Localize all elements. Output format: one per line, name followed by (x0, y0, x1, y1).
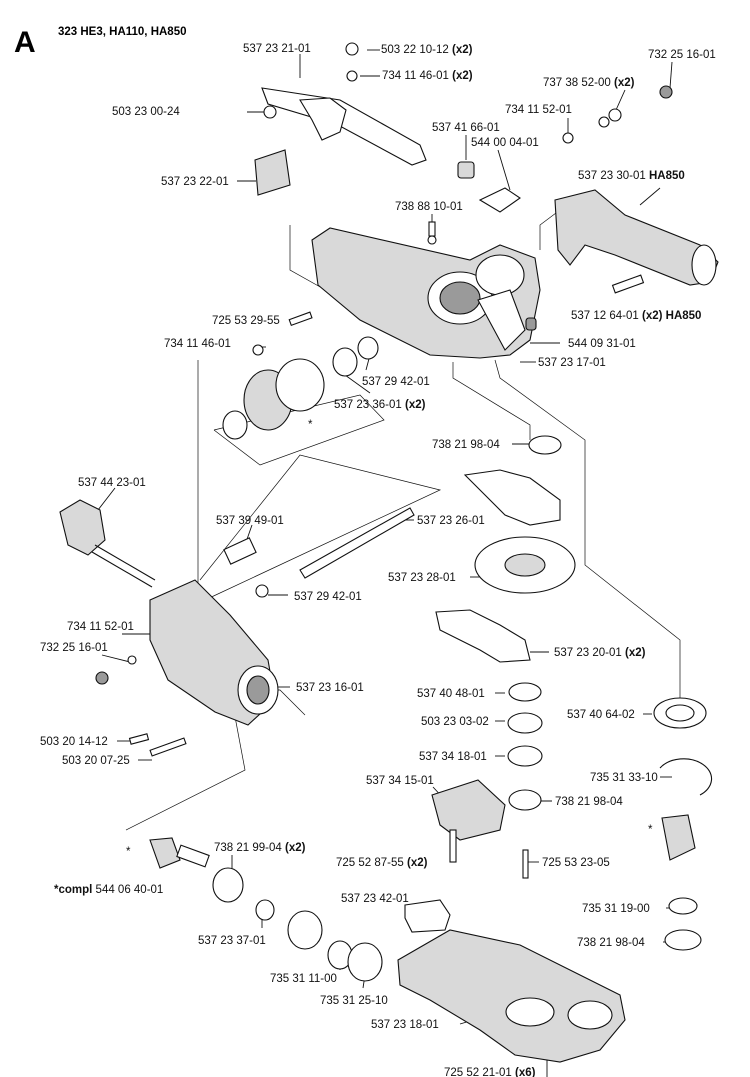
part-label: 725 53 23-05 (542, 857, 610, 869)
part-label: 735 31 19-00 (582, 903, 650, 915)
part-labels: 537 23 21-01 503 22 10-12 (x2) 734 11 46… (40, 43, 716, 1077)
top-right-hardware (457, 85, 673, 331)
part-label: 537 23 30-01 HA850 (578, 170, 685, 182)
part-label: 537 23 36-01 (x2) (334, 399, 426, 411)
adjustment-knob (59, 499, 156, 588)
part-label: 544 09 31-01 (568, 338, 636, 350)
part-label: 738 21 98-04 (577, 937, 645, 949)
part-label: 725 53 29-55 (212, 315, 280, 327)
gear-housing (311, 221, 541, 359)
part-label: 537 39 49-01 (216, 515, 284, 527)
part-label: 544 00 04-01 (471, 137, 539, 149)
part-label: 537 44 23-01 (78, 477, 146, 489)
asterisk-marker: * (648, 824, 653, 836)
pinion-and-bearings (149, 837, 383, 982)
part-label: 537 23 17-01 (538, 357, 606, 369)
part-label: 732 25 16-01 (40, 642, 108, 654)
drive-shaft (223, 507, 415, 598)
part-label: 537 23 28-01 (388, 572, 456, 584)
model-title: 323 HE3, HA110, HA850 (58, 26, 187, 38)
part-label: 735 31 25-10 (320, 995, 388, 1007)
asterisk-marker: * (126, 846, 131, 858)
part-label: 737 38 52-00 (x2) (543, 77, 635, 89)
part-label: 725 52 87-55 (x2) (336, 857, 428, 869)
part-label: 734 11 46-01 (164, 338, 231, 350)
part-label: 738 21 98-04 (432, 439, 500, 451)
bevel-gear-upper (222, 311, 379, 440)
part-label: 503 23 00-24 (112, 106, 180, 118)
gear-stack-center (431, 435, 576, 879)
part-label: 734 11 52-01 (505, 104, 572, 116)
part-label: 537 40 64-02 (567, 709, 635, 721)
part-label: 735 31 33-10 (590, 772, 658, 784)
part-label: *compl 544 06 40-01 (54, 884, 163, 896)
part-label: 503 22 10-12 (x2) (381, 44, 473, 56)
part-label: 738 21 99-04 (x2) (214, 842, 306, 854)
part-label: 537 29 42-01 (294, 591, 362, 603)
part-label: 725 52 21-01 (x6) (444, 1067, 536, 1077)
part-label: 735 31 11-00 (270, 973, 337, 985)
part-label: 537 40 48-01 (417, 688, 485, 700)
part-label: 537 12 64-01 (x2) HA850 (571, 310, 701, 322)
part-label: 537 23 26-01 (417, 515, 485, 527)
part-label: 537 23 16-01 (296, 682, 364, 694)
part-label: 738 21 98-04 (555, 796, 623, 808)
part-label: 734 11 46-01 (x2) (382, 70, 473, 82)
part-label: 503 23 03-02 (421, 716, 489, 728)
part-label: 537 34 18-01 (419, 751, 487, 763)
part-label: 734 11 52-01 (67, 621, 134, 633)
complete-assembly-markers: * * * (126, 419, 653, 858)
lower-housing (95, 579, 279, 757)
part-label: 537 41 66-01 (432, 122, 500, 134)
part-label: 537 34 15-01 (366, 775, 434, 787)
part-label: 732 25 16-01 (648, 49, 716, 61)
part-label: 537 23 37-01 (198, 935, 266, 947)
part-label: 537 23 42-01 (341, 893, 409, 905)
part-label: 537 23 21-01 (243, 43, 311, 55)
part-label: 537 29 42-01 (362, 376, 430, 388)
gear-stack-right (653, 697, 713, 951)
bottom-cover (397, 899, 626, 1063)
asterisk-marker: * (308, 419, 313, 431)
section-letter: A (14, 26, 36, 59)
upper-bracket (254, 42, 427, 196)
part-label: 537 23 20-01 (x2) (554, 647, 646, 659)
handle-ha850 (554, 189, 719, 294)
part-label: 537 23 22-01 (161, 176, 229, 188)
part-label: 537 23 18-01 (371, 1019, 439, 1031)
part-label: 503 20 07-25 (62, 755, 130, 767)
part-label: 738 88 10-01 (395, 201, 463, 213)
part-label: 503 20 14-12 (40, 736, 108, 748)
